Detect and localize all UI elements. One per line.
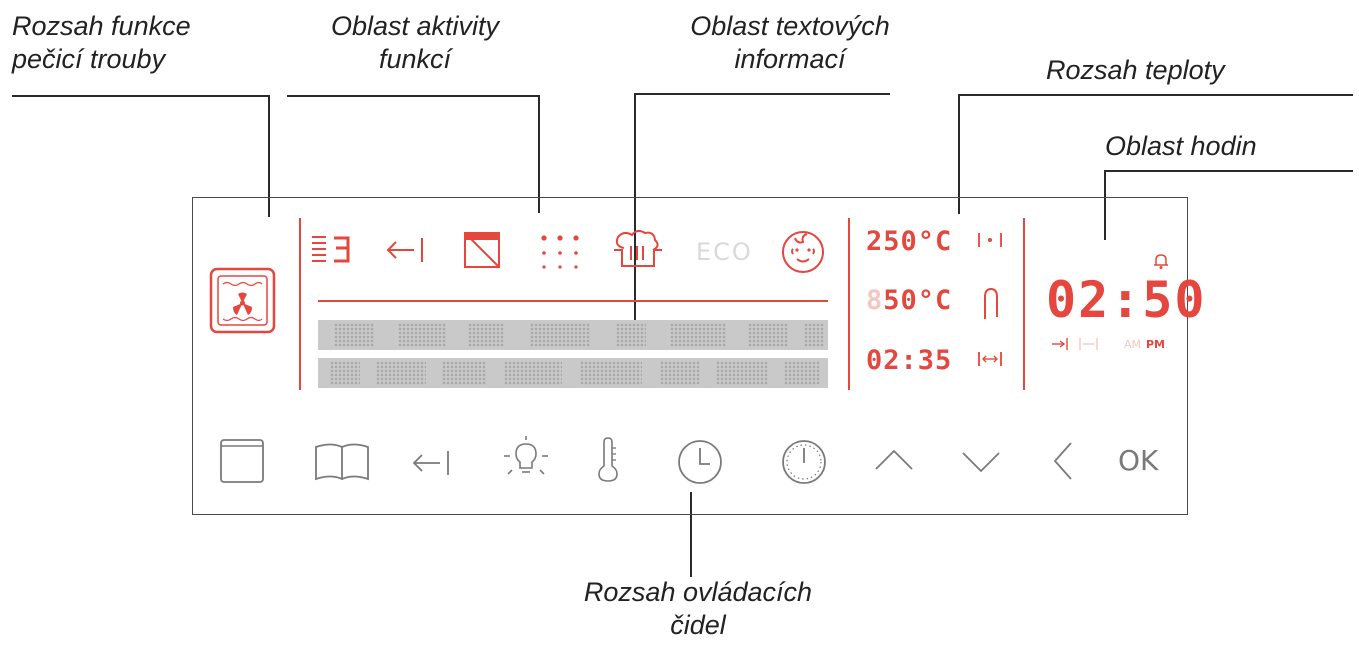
leader-line (1104, 170, 1353, 172)
no-preheat-icon (464, 232, 500, 268)
activity-separator (318, 300, 828, 302)
leader-line (634, 93, 636, 330)
rack-level-icon (312, 236, 350, 263)
leader-line (12, 95, 269, 97)
leader-line (958, 94, 1353, 96)
text-matrix-row (318, 358, 828, 388)
dots-grid-icon (541, 235, 579, 269)
meat-probe-icon (984, 287, 998, 319)
clock-icon[interactable] (676, 438, 724, 486)
end-time-icon (978, 352, 1002, 366)
callout-temperature: Rozsah teploty (1046, 55, 1225, 85)
up-icon[interactable] (873, 447, 915, 473)
leader-line (287, 95, 539, 97)
clock-display: 02:50 (1046, 271, 1207, 329)
down-icon[interactable] (960, 449, 1002, 475)
text-matrix-row (318, 320, 828, 350)
steam-icon (614, 229, 662, 267)
bell-icon (1154, 254, 1168, 269)
light-icon[interactable] (500, 436, 552, 484)
thermometer-icon[interactable] (597, 436, 619, 482)
ok-icon[interactable]: OK (1118, 444, 1159, 477)
left-icon[interactable] (1051, 440, 1075, 482)
book-icon[interactable] (313, 443, 371, 481)
leader-line (1104, 170, 1106, 240)
duration-icon (978, 233, 1002, 247)
timer-icon[interactable] (780, 438, 828, 486)
divider (848, 218, 850, 390)
oven-control-panel (192, 197, 1188, 515)
clock-mode-icons (1052, 338, 1098, 350)
timer-display: 02:35 (866, 345, 953, 376)
divider (1023, 218, 1025, 390)
pm-indicator: PM (1146, 338, 1166, 351)
am-indicator: AM (1124, 338, 1142, 351)
child-lock-icon (782, 231, 824, 273)
leader-line (268, 95, 270, 217)
back-arrow-icon (386, 238, 423, 262)
divider (299, 218, 301, 390)
leader-line (690, 492, 692, 577)
temp-second-display: 850°C (866, 285, 952, 316)
oven-fan-icon[interactable] (209, 267, 276, 334)
leader-line (958, 94, 960, 214)
oven-icon[interactable] (219, 438, 265, 484)
back-icon[interactable] (410, 448, 454, 478)
temp-second-value: 50°C (883, 285, 953, 316)
callout-clock: Oblast hodin (1105, 131, 1257, 161)
leader-line (538, 95, 540, 213)
eco-icon: ECO (696, 238, 753, 266)
temp-setpoint-display: 250°C (866, 226, 953, 257)
leader-line (634, 93, 890, 95)
temp-second-dim-digit: 8 (866, 285, 884, 316)
